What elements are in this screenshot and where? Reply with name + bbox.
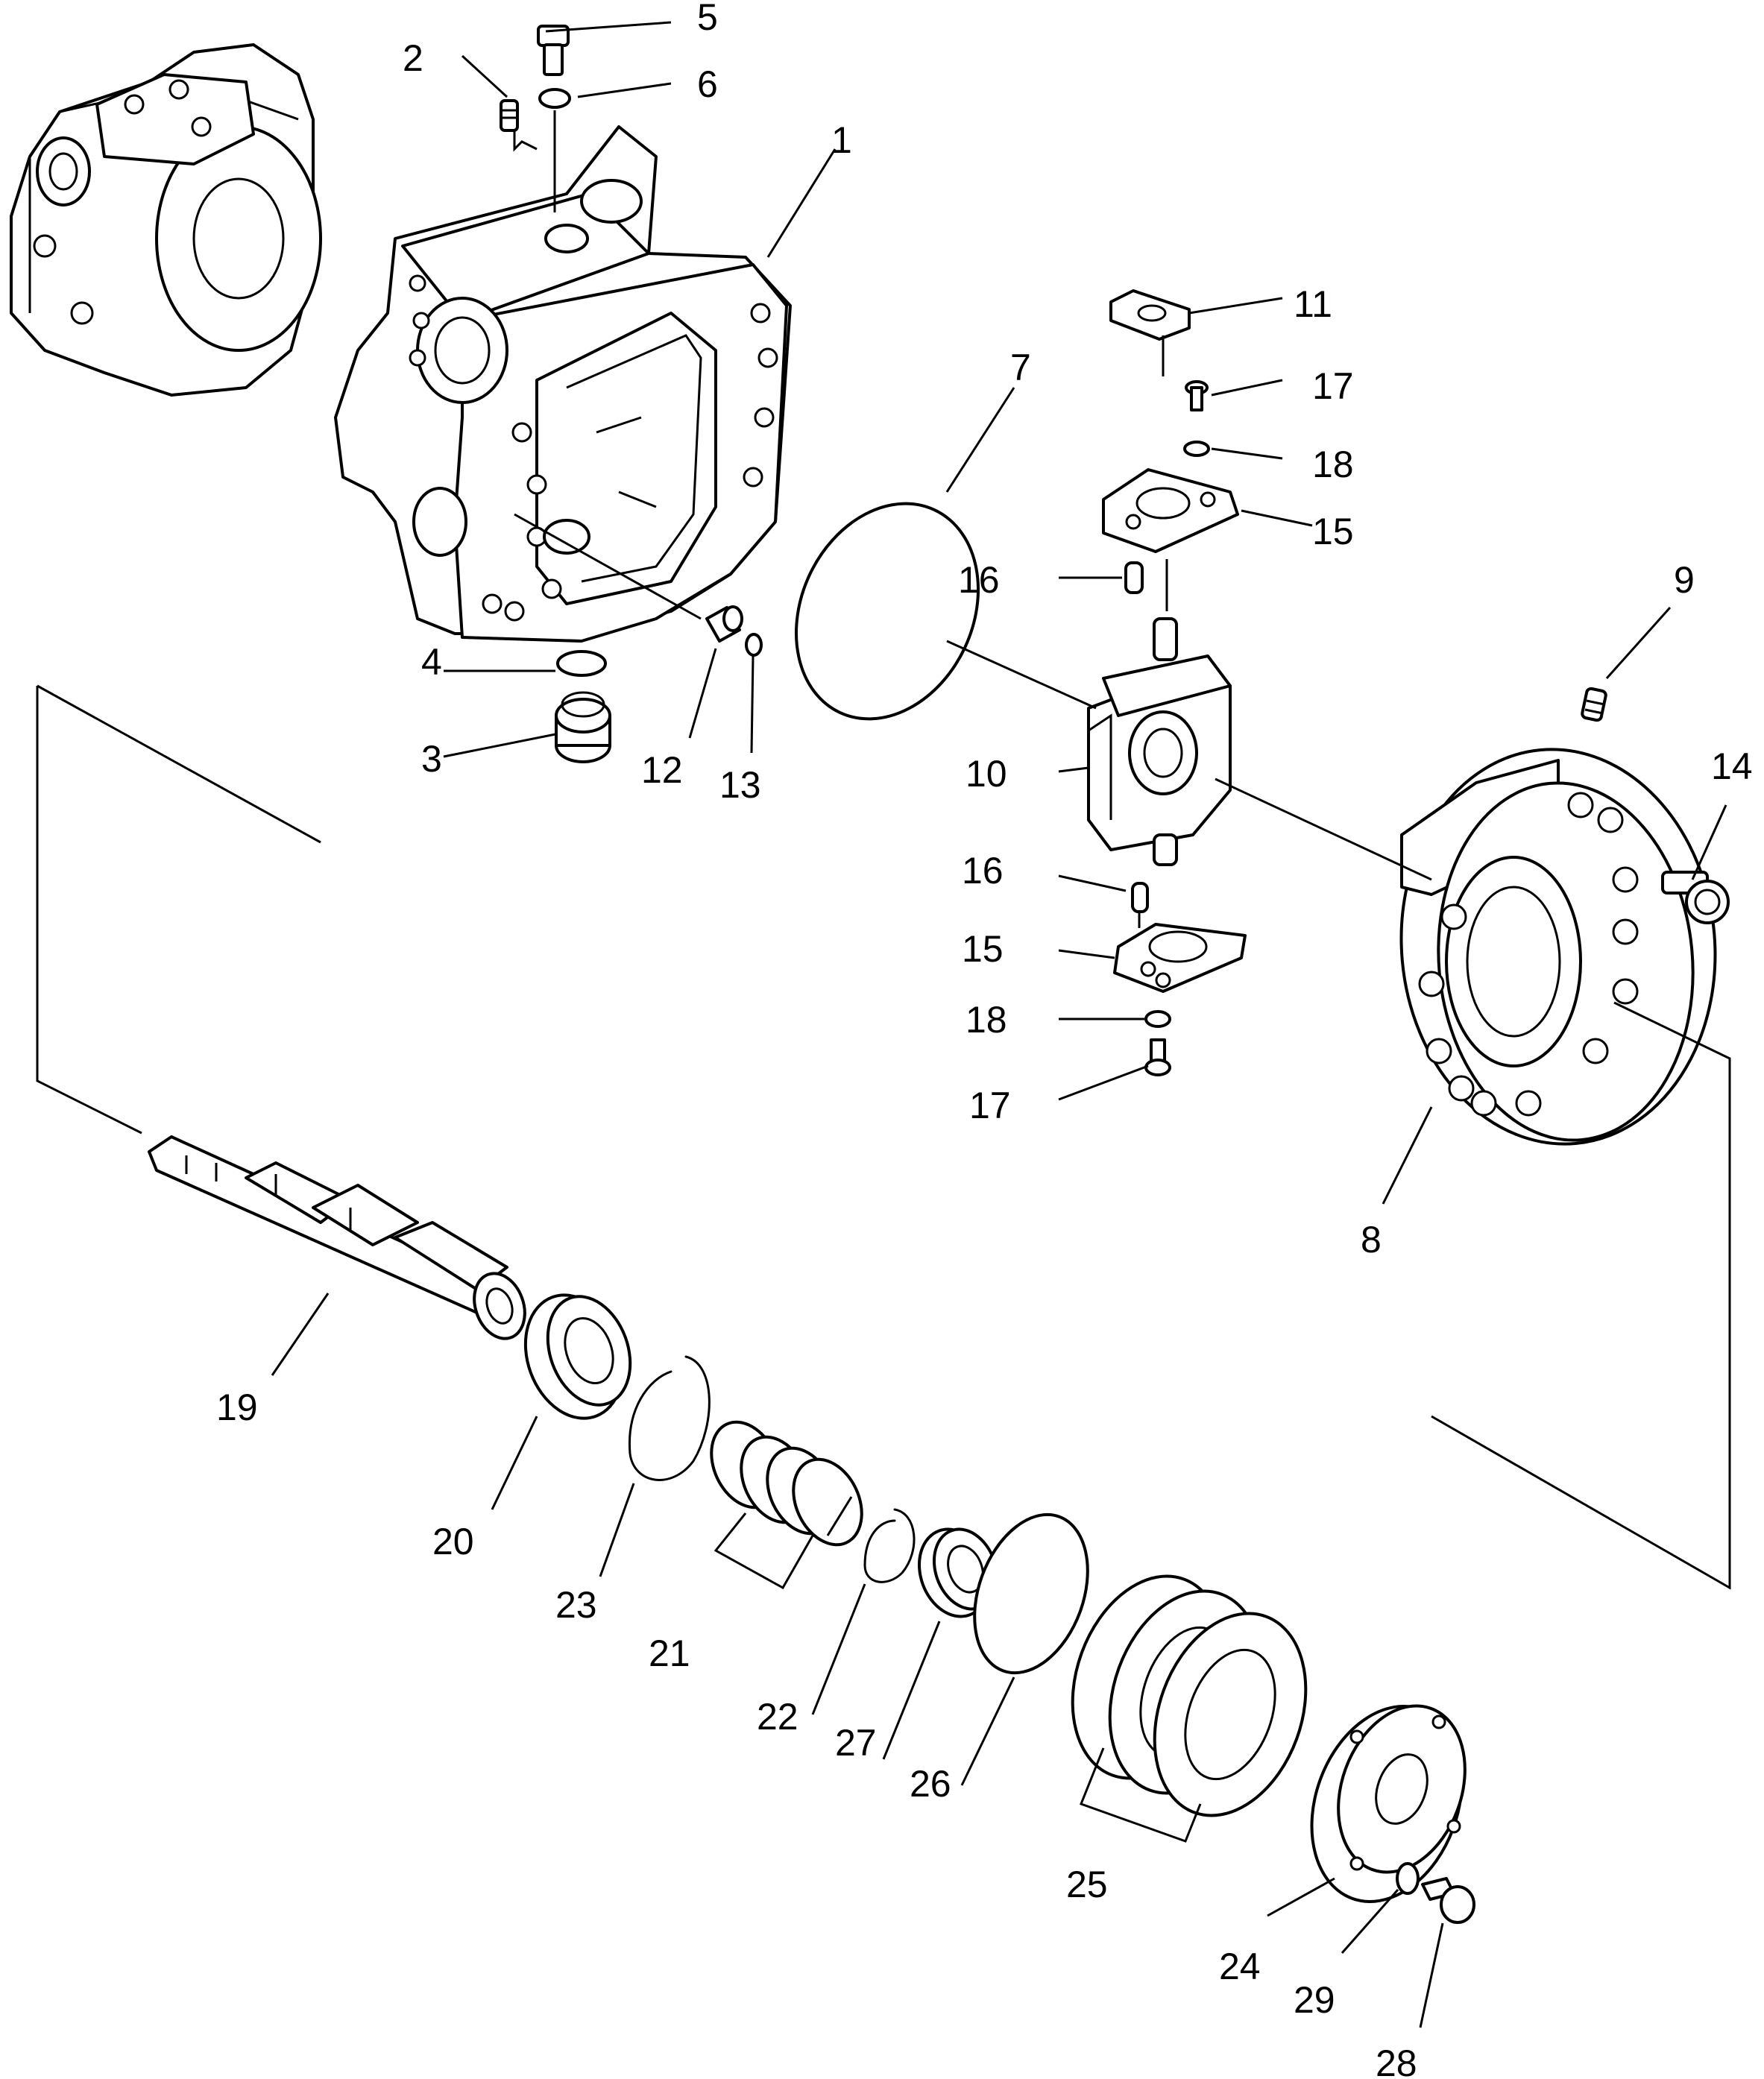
plug-part-2	[500, 99, 519, 132]
plate-part-15b	[1113, 923, 1247, 993]
callout-1: 1	[831, 119, 852, 161]
plug-part-9	[1581, 687, 1607, 722]
callout-14: 14	[1711, 745, 1753, 787]
callout-9: 9	[1674, 559, 1695, 601]
shoe-part-11	[1109, 289, 1191, 341]
reference-pump-assembly	[10, 43, 322, 397]
flange-part-8	[1399, 748, 1717, 1146]
callout-15a: 15	[1312, 511, 1354, 552]
o-ring-part-4	[556, 650, 607, 677]
callout-3: 3	[421, 738, 442, 780]
callout-12: 12	[641, 749, 683, 791]
o-ring-part-26	[973, 1512, 1089, 1675]
callout-7: 7	[1010, 347, 1031, 388]
pin-part-16b	[1131, 882, 1149, 913]
callout-28: 28	[1376, 2042, 1417, 2079]
callout-2: 2	[403, 37, 423, 79]
callout-18b: 18	[966, 999, 1007, 1041]
bolt-part-17b	[1144, 1038, 1171, 1076]
pin-part-12	[705, 605, 743, 643]
pump-case-part-1	[334, 125, 792, 643]
retaining-ring-part-23	[628, 1355, 711, 1481]
plug-part-3	[555, 691, 611, 763]
washer-part-18a	[1183, 441, 1210, 457]
callout-16a: 16	[958, 559, 1000, 601]
snap-ring-part-22	[863, 1508, 916, 1583]
callout-26: 26	[910, 1763, 951, 1805]
bolt-part-17a	[1185, 380, 1209, 411]
callout-11: 11	[1294, 283, 1332, 325]
callout-19: 19	[216, 1386, 258, 1428]
plug-part-5	[537, 25, 570, 76]
bearing-part-20	[523, 1293, 632, 1420]
o-ring-part-13	[745, 633, 763, 657]
callout-5: 5	[697, 0, 718, 38]
callout-23: 23	[555, 1584, 597, 1626]
callout-15b: 15	[962, 928, 1004, 970]
callout-20: 20	[432, 1521, 474, 1562]
washer-part-18b	[1144, 1010, 1171, 1028]
callout-18a: 18	[1312, 444, 1354, 485]
callout-16b: 16	[962, 850, 1004, 892]
callout-10: 10	[966, 753, 1007, 795]
cover-part-24	[1310, 1704, 1467, 1903]
shaft-part-19	[148, 1135, 526, 1340]
bolt-part-28	[1421, 1877, 1475, 1924]
callout-17a: 17	[1312, 365, 1354, 407]
callout-8: 8	[1361, 1219, 1382, 1261]
pin-part-16a	[1124, 561, 1144, 594]
rocker-cam-part-10	[1087, 617, 1232, 866]
callout-24: 24	[1219, 1946, 1261, 1987]
callout-25: 25	[1066, 1864, 1108, 1905]
callout-29: 29	[1294, 1979, 1335, 2021]
o-ring-part-7	[795, 502, 980, 721]
plate-part-15a	[1102, 468, 1239, 553]
callout-22: 22	[757, 1696, 798, 1738]
seal-set-part-25	[1071, 1574, 1308, 1817]
callout-21: 21	[649, 1632, 690, 1674]
callout-labels: 1 2 3 4 5 6 7 8 9 10 11 12 13 14 15 15 1…	[216, 0, 1753, 2079]
washer-part-29	[1396, 1862, 1420, 1895]
callout-27: 27	[835, 1722, 877, 1764]
callout-13: 13	[719, 764, 761, 806]
o-ring-part-6	[538, 88, 571, 109]
callout-17b: 17	[969, 1085, 1011, 1126]
leader-lines	[36, 21, 1731, 2028]
spacers-part-21	[710, 1420, 863, 1547]
bolt-part-14	[1661, 871, 1730, 924]
callout-4: 4	[421, 641, 442, 683]
callout-6: 6	[697, 63, 718, 105]
